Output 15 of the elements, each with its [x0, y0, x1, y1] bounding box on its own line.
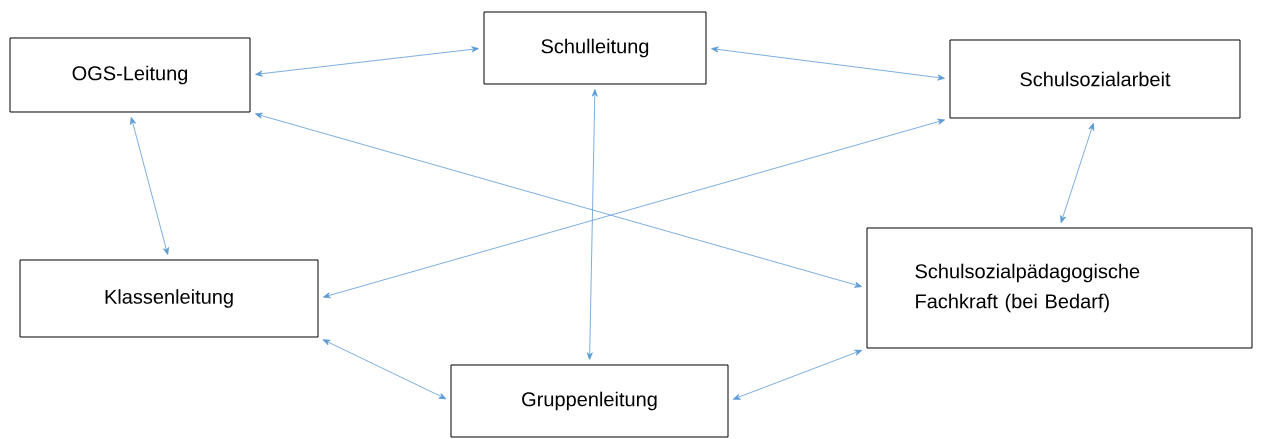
- role-box: Schulleitung: [483, 11, 707, 85]
- arrow: [711, 46, 945, 81]
- role-box: Schulsozialpädagogische Fachkraft (bei Bedarf): [866, 227, 1253, 349]
- role-box: Gruppenleitung: [450, 364, 729, 438]
- arrow: [732, 349, 863, 400]
- arrow: [130, 117, 169, 255]
- role-box: Klassenleitung: [19, 259, 319, 338]
- arrow: [586, 89, 598, 360]
- role-box: OGS-Leitung: [9, 37, 251, 113]
- arrow: [323, 118, 945, 299]
- arrow: [255, 46, 479, 77]
- arrow: [1060, 122, 1095, 224]
- arrow: [322, 339, 447, 400]
- arrow: [255, 112, 862, 288]
- role-box: Schulsozialarbeit: [949, 39, 1241, 119]
